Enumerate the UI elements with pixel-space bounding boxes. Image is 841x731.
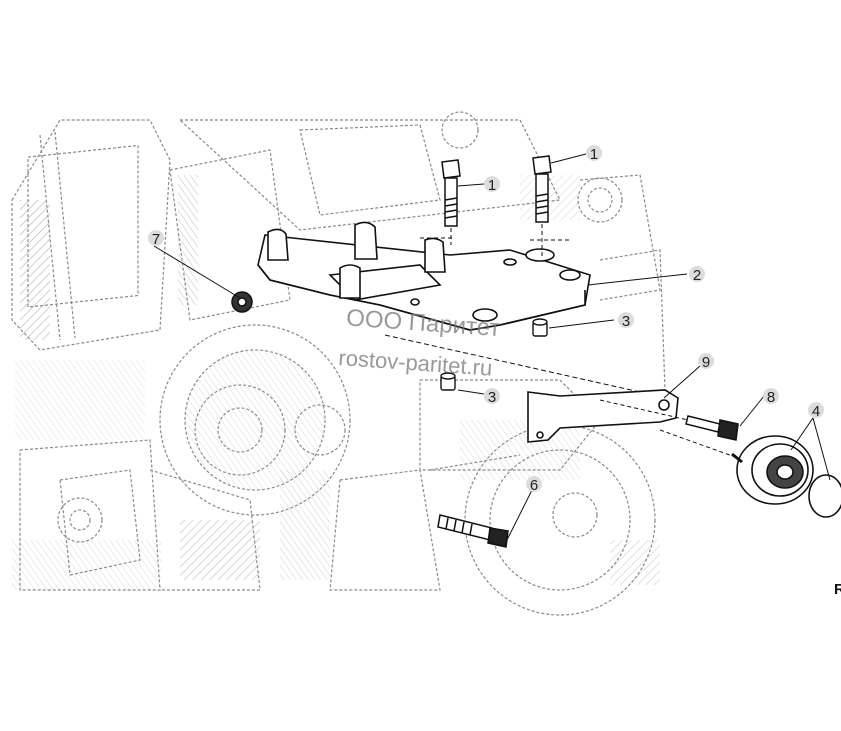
bolt-1-left [441,159,461,227]
callout-1-left: 1 [488,177,496,194]
nut-7 [231,291,253,313]
callout-3-lower: 3 [488,389,496,406]
leader-lines [153,153,831,543]
bolt-6 [437,514,509,548]
callout-6: 6 [530,477,538,494]
idler-pulley [659,429,841,518]
callout-8: 8 [767,389,775,406]
callout-3-upper: 3 [622,313,630,330]
callout-9: 9 [702,354,710,371]
callout-4: 4 [812,403,820,420]
spacer-3-upper [532,318,548,337]
bolt-1-right [532,155,552,223]
callout-7: 7 [152,231,160,248]
tensioner-arm [384,334,679,443]
callout-labels: 1 1 2 3 3 4 6 7 8 9 [148,145,824,494]
callout-1-right: 1 [590,146,598,163]
bolt-8 [599,399,739,441]
callout-2: 2 [693,267,701,284]
spacer-3-lower [440,372,456,391]
engine-hatching [12,175,660,590]
watermark-url: rostov-paritet.ru [338,345,493,381]
mounting-bracket [257,221,591,331]
figure-reference-letter: R [834,581,841,598]
bolt-axis-lines [420,224,572,258]
